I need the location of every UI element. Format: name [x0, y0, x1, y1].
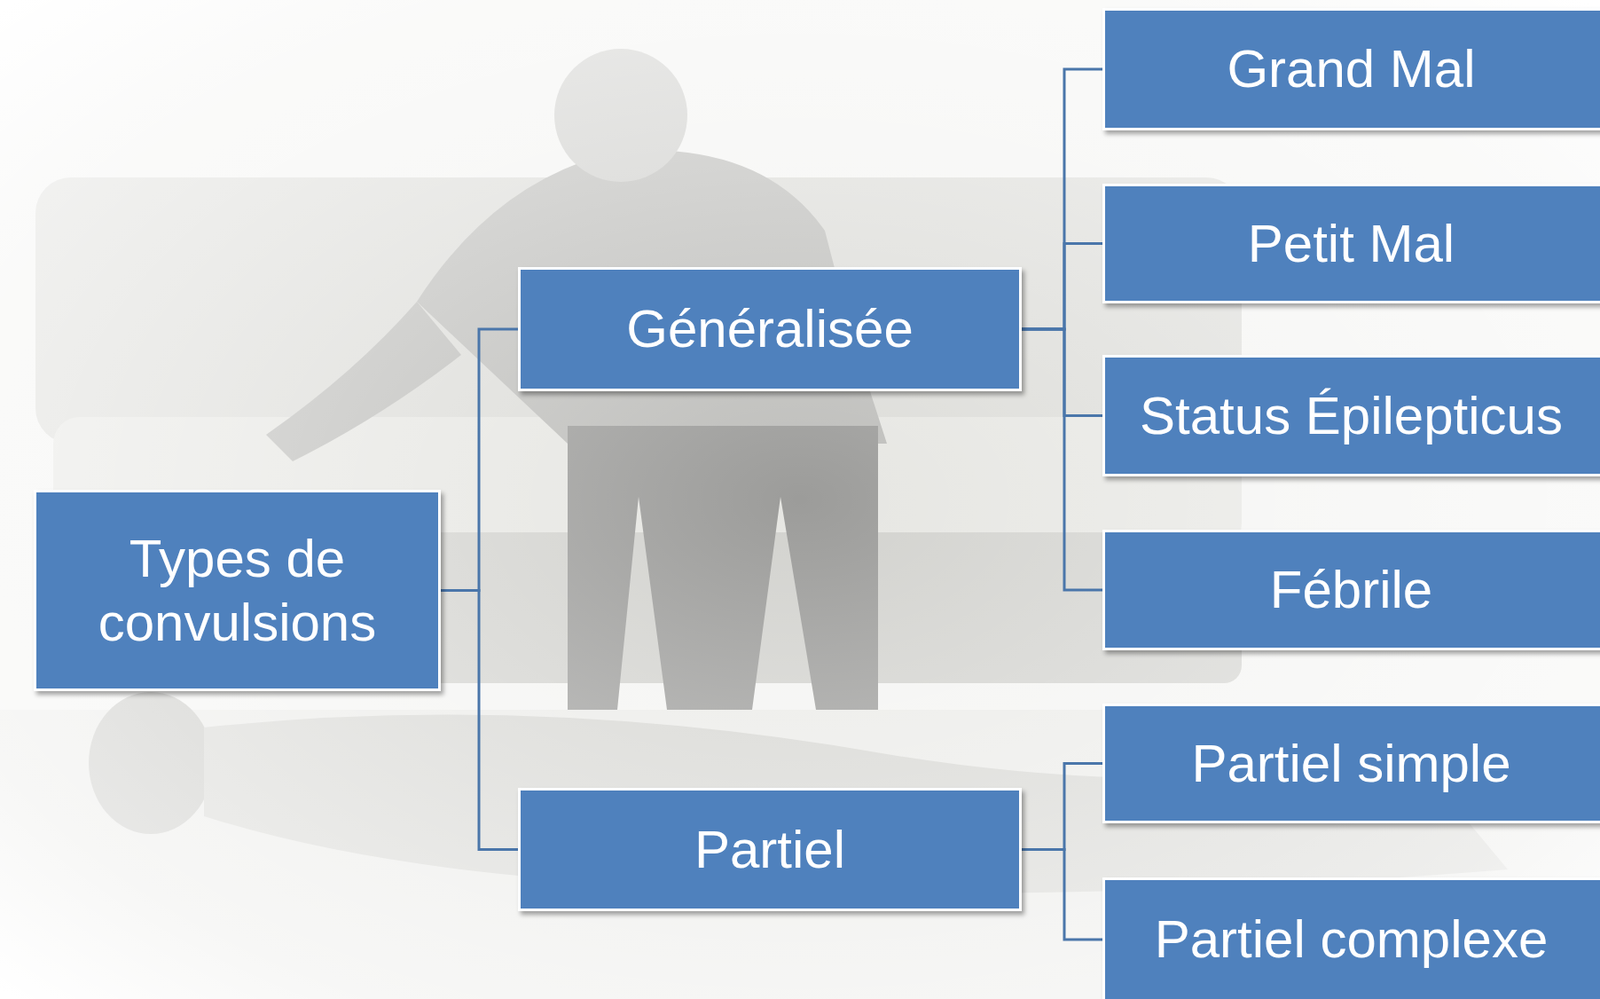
- box-label: Types de convulsions: [58, 526, 416, 655]
- process-box: Partiel: [517, 787, 1022, 911]
- process-box: Status Épilepticus: [1102, 354, 1600, 477]
- tree-connector: [1021, 243, 1103, 330]
- process-box: Types de convulsions: [33, 489, 441, 691]
- tree-connector: [1021, 329, 1103, 416]
- box-label: Partiel: [694, 817, 846, 882]
- tree-connector: [1021, 69, 1103, 330]
- box-label: Petit Mal: [1247, 211, 1455, 276]
- box-label: Généralisée: [626, 297, 914, 361]
- box-label: Partiel complexe: [1154, 907, 1549, 972]
- tree-connector: [440, 590, 518, 850]
- process-box: Partiel simple: [1102, 703, 1600, 824]
- tree-connector: [440, 329, 518, 591]
- box-label: Grand Mal: [1226, 37, 1475, 102]
- tree-connector: [1021, 329, 1103, 590]
- process-box: Grand Mal: [1102, 7, 1600, 131]
- process-box: Fébrile: [1102, 529, 1600, 651]
- tree-connector: [1021, 763, 1103, 850]
- tree-connector: [1021, 849, 1103, 941]
- process-box: Petit Mal: [1102, 183, 1600, 304]
- box-label: Status Épilepticus: [1139, 384, 1563, 448]
- process-box: Partiel complexe: [1102, 877, 1600, 999]
- process-box: Généralisée: [517, 266, 1022, 392]
- box-label: Fébrile: [1270, 557, 1433, 622]
- box-label: Partiel simple: [1191, 731, 1511, 796]
